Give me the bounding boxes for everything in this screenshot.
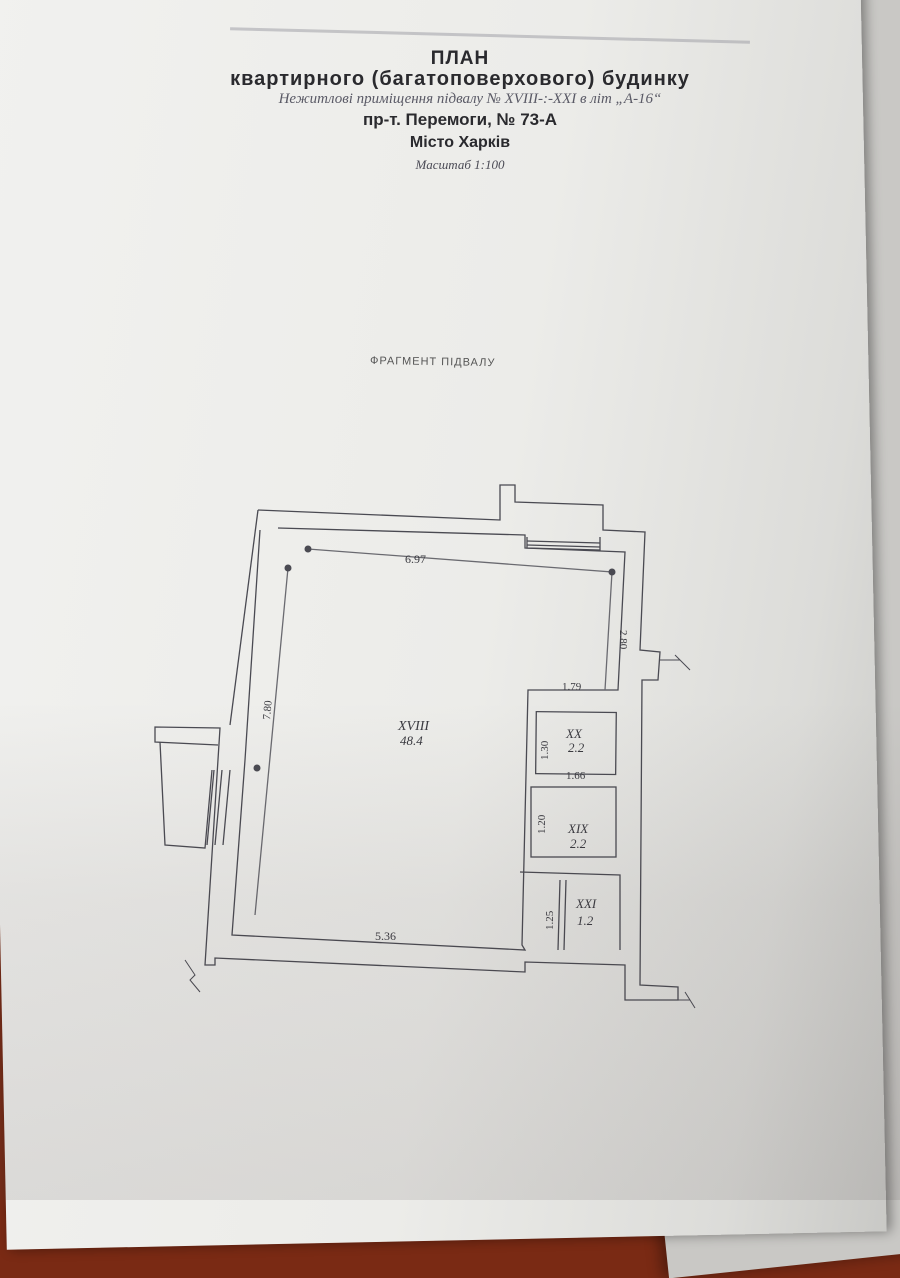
room-xxi-area: 1.2 [577, 913, 594, 928]
room-xviii-id: XVIII [397, 719, 430, 734]
stair-top [526, 537, 601, 551]
room-xix-id: XIX [567, 821, 589, 836]
doc-city: Місто Харків [409, 134, 511, 151]
inner-wall [231, 527, 626, 951]
room-xx-id: XX [565, 726, 583, 741]
doc-subtitle: квартирного (багатоповерхового) будинку [230, 68, 690, 90]
room-xix-area: 2.2 [570, 836, 587, 851]
doc-address: пр-т. Перемоги, № 73-А [362, 110, 558, 129]
floor-plan: 6.97 2.80 7.80 5.36 1.79 1.30 1.66 1.20 … [154, 484, 696, 1009]
room-xxi-id: XXI [575, 896, 597, 911]
dim-bottom: 5.36 [375, 929, 396, 943]
room-xix-outline [530, 786, 617, 858]
dim-xix-height: 1.20 [536, 814, 548, 834]
doc-premises: Нежитлові приміщення підвалу № XVIII-:-X… [278, 91, 662, 107]
dim-top: 6.97 [405, 552, 426, 566]
dim-xx-height: 1.30 [539, 740, 551, 760]
room-xx-area: 2.2 [568, 740, 585, 755]
dim-closet-width: 1.79 [562, 681, 582, 693]
dim-xx-width: 1.66 [566, 770, 586, 782]
room-xx-outline [534, 710, 617, 776]
doc-title: ПЛАН [430, 48, 490, 69]
closet-wall [519, 871, 621, 950]
doc-scale: Масштаб 1:100 [415, 157, 505, 172]
stair [159, 741, 213, 849]
room-xviii-area: 48.4 [400, 733, 423, 748]
dim-xxi-height: 1.25 [544, 910, 556, 930]
dim-right: 2.80 [617, 630, 629, 650]
outer-wall [154, 484, 679, 1001]
outer-wall-left [229, 509, 259, 726]
dim-left: 7.80 [261, 700, 275, 721]
